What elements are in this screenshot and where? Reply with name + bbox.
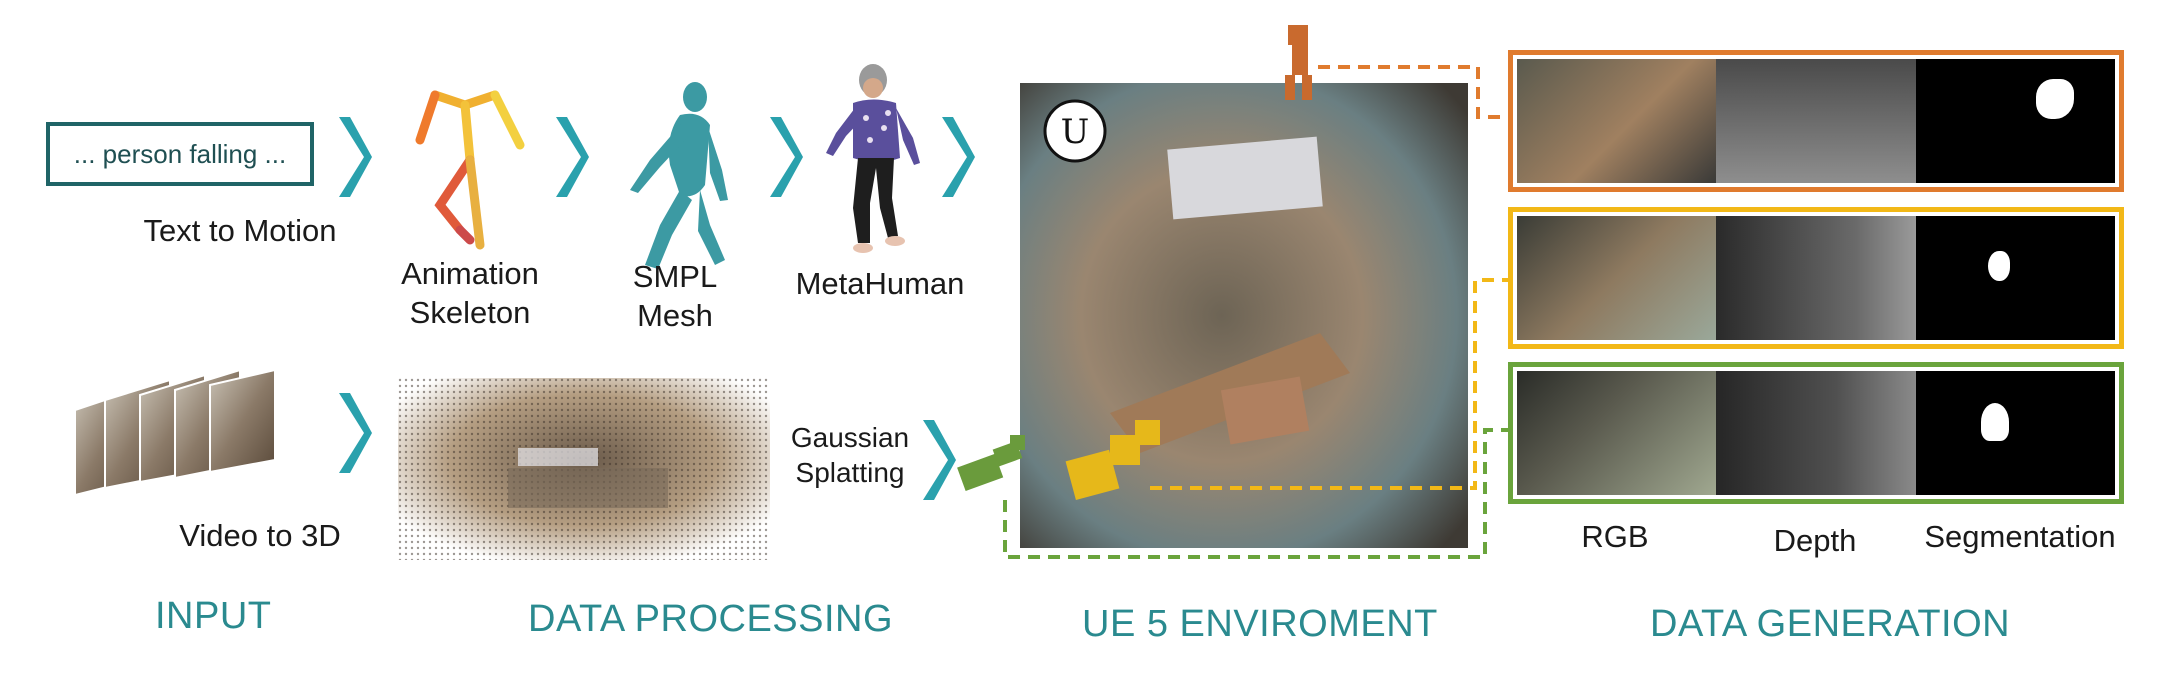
segmentation-label: Segmentation bbox=[1924, 519, 2116, 554]
point-cloud-image bbox=[398, 378, 770, 560]
chevron-right-icon bbox=[556, 117, 589, 197]
smpl-mesh-figure bbox=[630, 82, 728, 269]
camera-green-icon bbox=[957, 435, 1025, 492]
chevron-right-icon bbox=[923, 420, 956, 500]
camera-yellow-icon bbox=[1065, 420, 1160, 501]
text-to-motion-label: Text to Motion bbox=[143, 213, 337, 248]
smpl-mesh-label: SMPL Mesh bbox=[632, 259, 718, 333]
yellow-connector bbox=[1150, 278, 1508, 490]
rgb-image bbox=[1517, 59, 1717, 183]
video-frames-stack bbox=[75, 370, 275, 497]
rgb-image bbox=[1517, 371, 1717, 495]
svg-text:U: U bbox=[1061, 112, 1090, 152]
chevron-right-icon bbox=[942, 117, 975, 197]
output-row-green bbox=[1508, 362, 2124, 504]
green-connector bbox=[1003, 428, 1508, 559]
chevron-right-icon bbox=[770, 117, 803, 197]
camera-orange-icon bbox=[1285, 25, 1312, 100]
chevron-right-icon bbox=[339, 393, 372, 473]
video-to-3d-label: Video to 3D bbox=[179, 518, 341, 553]
orange-connector bbox=[1318, 65, 1506, 119]
output-row-yellow bbox=[1508, 207, 2124, 349]
segmentation-mask bbox=[1980, 403, 2009, 441]
section-data-processing: DATA PROCESSING bbox=[528, 598, 894, 640]
chevron-right-icon bbox=[339, 117, 372, 197]
depth-image bbox=[1716, 216, 1916, 340]
prompt-text: ... person falling ... bbox=[73, 138, 287, 169]
depth-image bbox=[1716, 371, 1916, 495]
depth-image bbox=[1716, 59, 1916, 183]
prompt-box: ... person falling ... bbox=[46, 122, 314, 186]
rgb-label: RGB bbox=[1581, 519, 1649, 554]
section-data-generation: DATA GENERATION bbox=[1650, 603, 2011, 645]
metahuman-label: MetaHuman bbox=[795, 266, 965, 301]
rgb-image bbox=[1517, 216, 1717, 340]
segmentation-image bbox=[1915, 59, 2115, 183]
section-input: INPUT bbox=[155, 595, 272, 637]
segmentation-image bbox=[1915, 216, 2115, 340]
animation-skeleton-label: Animation Skeleton bbox=[401, 256, 539, 330]
animation-skeleton-figure bbox=[415, 90, 525, 250]
segmentation-mask bbox=[1987, 251, 2010, 281]
output-row-orange bbox=[1508, 50, 2124, 192]
segmentation-mask bbox=[2035, 79, 2074, 119]
segmentation-image bbox=[1915, 371, 2115, 495]
ue5-scene-image: U bbox=[1020, 83, 1468, 548]
section-ue5: UE 5 ENVIROMENT bbox=[1082, 603, 1438, 645]
gaussian-splatting-label: Gaussian Splatting bbox=[790, 422, 910, 488]
metahuman-figure bbox=[826, 64, 920, 253]
depth-label: Depth bbox=[1773, 523, 1857, 558]
